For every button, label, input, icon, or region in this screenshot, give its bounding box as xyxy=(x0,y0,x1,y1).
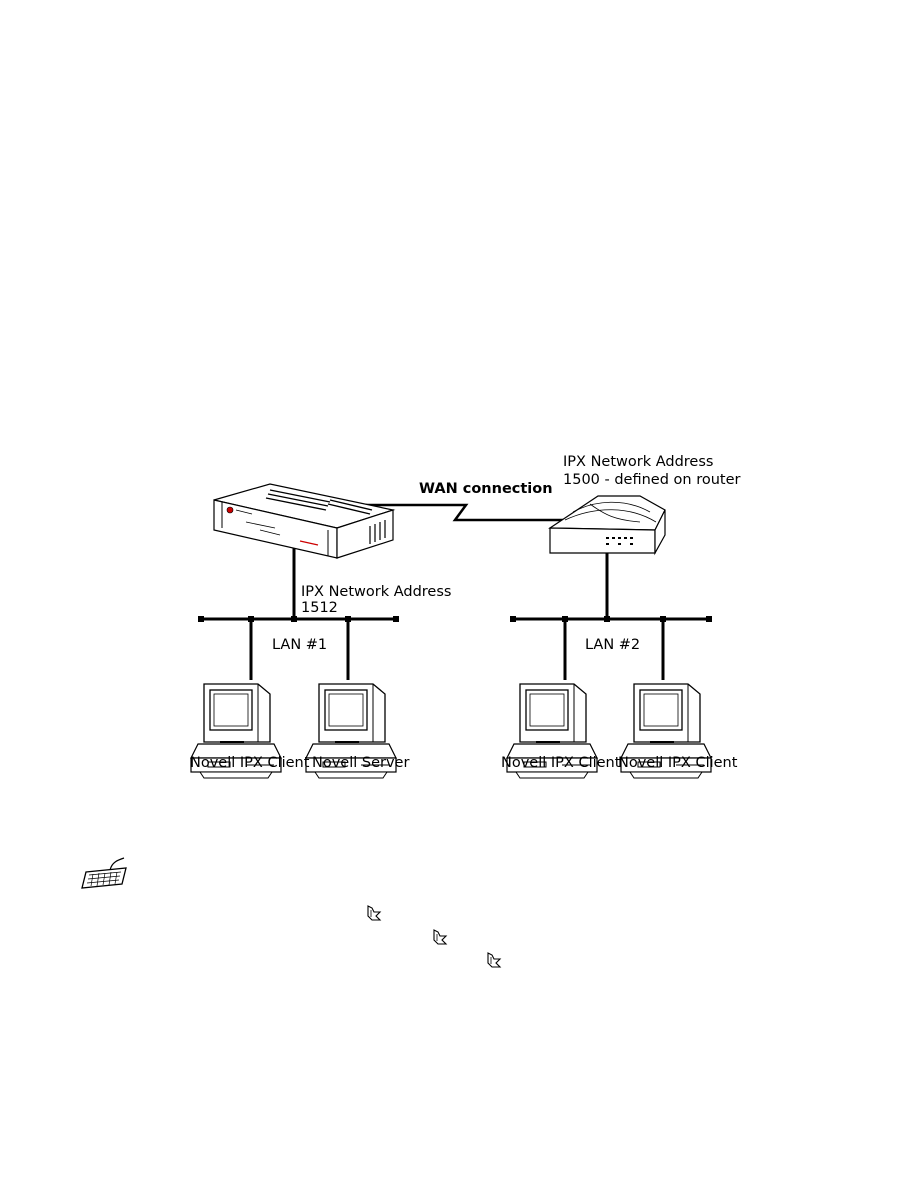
lan2-terminator-left xyxy=(510,616,516,622)
hand-arrow-icon-3 xyxy=(487,952,502,968)
access-device xyxy=(213,483,396,559)
lan1-address-line1: IPX Network Address xyxy=(301,584,451,600)
pc-label-1: Novell IPX Client xyxy=(190,755,310,771)
router xyxy=(548,495,666,556)
lan2-terminator-right xyxy=(706,616,712,622)
hand-arrow-icon-1 xyxy=(367,905,382,921)
pc-label-4: Novell IPX Client xyxy=(618,755,738,771)
wan-connection-label: WAN connection xyxy=(419,481,553,497)
lan1-label: LAN #1 xyxy=(272,637,327,653)
lan1-address-line2: 1512 xyxy=(301,600,338,616)
keyboard-icon xyxy=(81,857,127,889)
lan1-terminator-left xyxy=(198,616,204,622)
router-address-line1: IPX Network Address xyxy=(563,454,713,470)
lan2-label: LAN #2 xyxy=(585,637,640,653)
wan-link xyxy=(340,503,568,522)
lan1-terminator-right xyxy=(393,616,399,622)
hand-arrow-icon-2 xyxy=(433,929,448,945)
pc-label-2: Novell Server xyxy=(312,755,409,771)
router-address-line2: 1500 - defined on router xyxy=(563,472,741,488)
pc-label-3: Novell IPX Client xyxy=(501,755,621,771)
